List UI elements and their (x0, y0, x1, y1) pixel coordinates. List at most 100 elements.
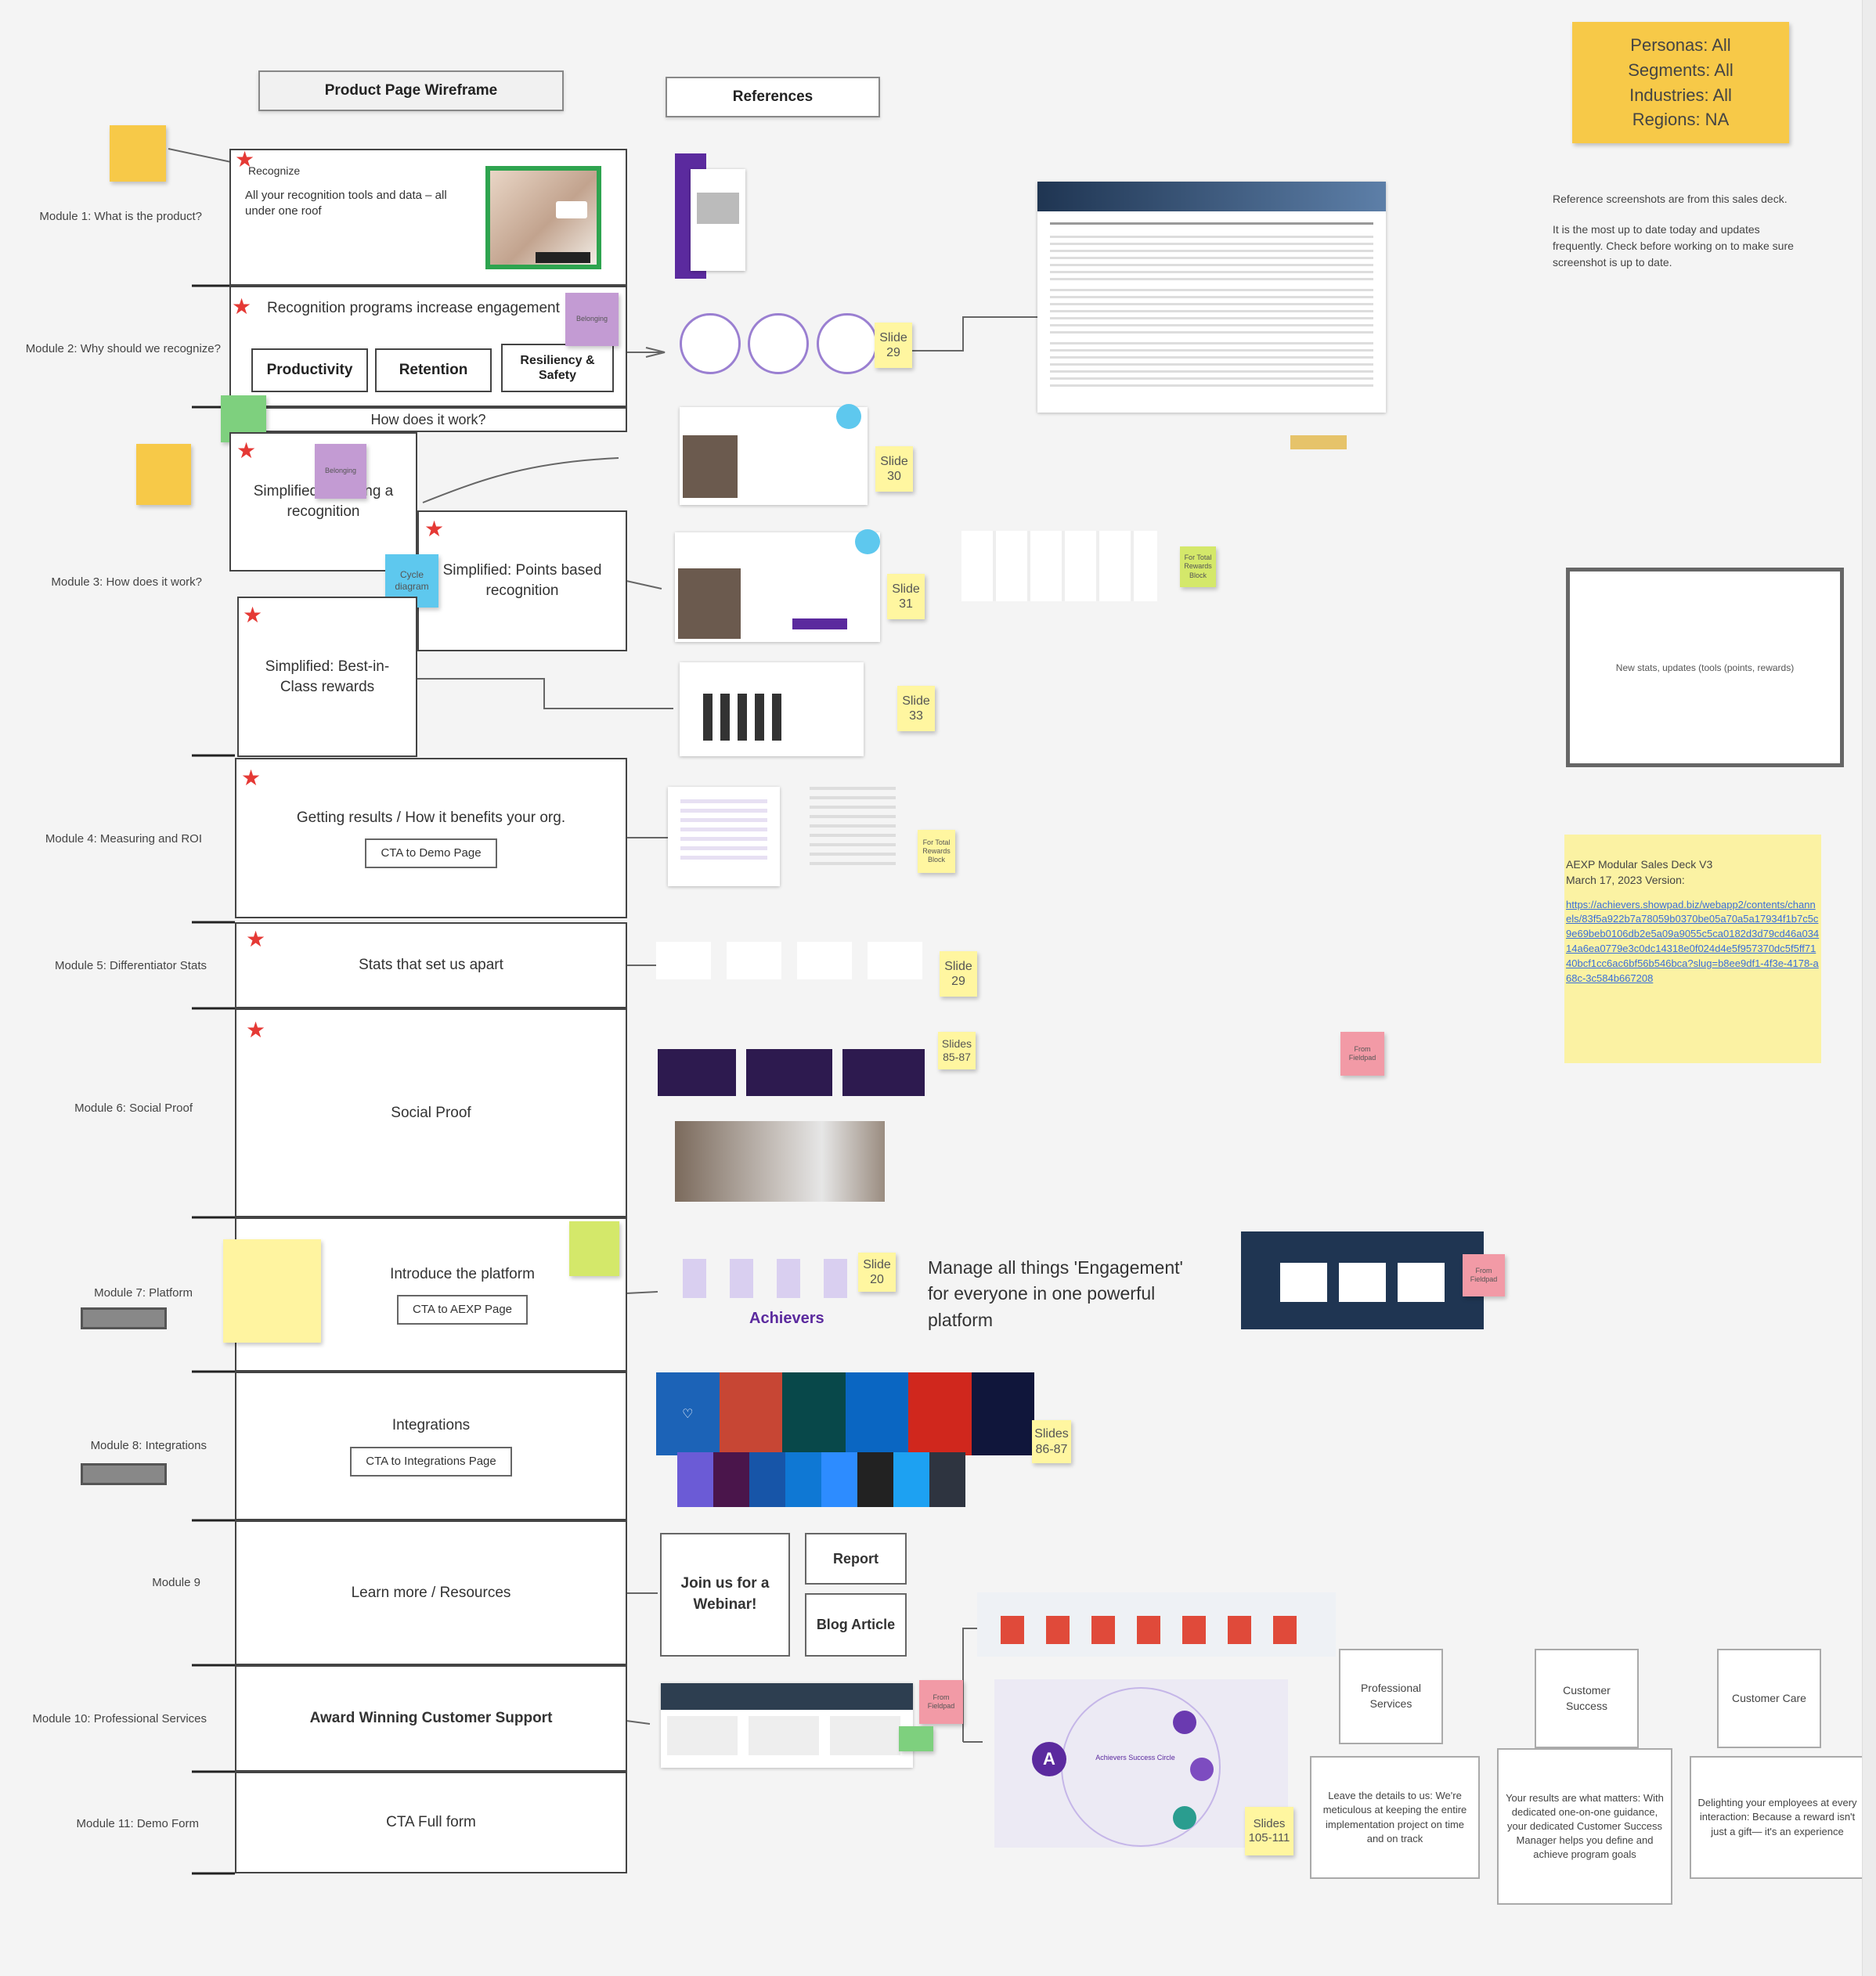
module-8-box: Integrations CTA to Integrations Page (235, 1372, 627, 1520)
integrations-page-cta[interactable]: CTA to Integrations Page (350, 1446, 512, 1477)
sales-deck-date: March 17, 2023 Version: (1566, 874, 1685, 887)
ref-slide-33 (680, 662, 864, 756)
customer-success-title: Customer Success (1563, 1683, 1611, 1712)
report-card[interactable]: Report (805, 1533, 907, 1585)
logo-tile (782, 1372, 846, 1455)
module-11-title: CTA Full form (386, 1814, 476, 1831)
module-2-title: Recognition programs increase engagement (267, 300, 560, 316)
slide-tag: Slide 20 (858, 1253, 896, 1292)
reference-note: Reference screenshots are from this sale… (1553, 191, 1807, 271)
ref-circle-icon (836, 404, 861, 429)
ref-process-steps (961, 531, 1157, 601)
module-9-box: Learn more / Resources (235, 1520, 627, 1665)
personas-sticky: Personas: All Segments: All Industries: … (1572, 22, 1789, 143)
slide-tag: Slide 31 (887, 574, 925, 619)
logo-tile (908, 1372, 972, 1455)
logo-tile (971, 1372, 1034, 1455)
demo-page-cta[interactable]: CTA to Demo Page (365, 838, 497, 869)
logo-tile (719, 1372, 782, 1455)
module-1-box: Recognize All your recognition tools and… (229, 149, 627, 286)
module-label-1: Module 1: What is the product? (39, 210, 202, 223)
sticky-note-m3 (136, 444, 191, 505)
module-3-sub2-text: Simplified: Points based recognition (442, 562, 602, 599)
sticky-note-m1 (110, 125, 166, 182)
module-5-title: Stats that set us apart (359, 957, 503, 974)
customer-care-desc: Delighting your employees at every inter… (1690, 1756, 1865, 1879)
professional-services-title: Professional Services (1360, 1682, 1422, 1710)
slide-tag: Slides 85-87 (938, 1032, 976, 1069)
logo-tile (749, 1452, 785, 1507)
ref-success-circle: A Achievers Success Circle (994, 1679, 1288, 1848)
customer-care-card: Customer Care (1717, 1649, 1821, 1748)
ref-testimonial-2 (746, 1049, 832, 1096)
module-label-2: Module 2: Why should we recognize? (25, 342, 221, 355)
logo-tile (785, 1452, 821, 1507)
logo-tile (893, 1452, 929, 1507)
module-label-3: Module 3: How does it work? (51, 575, 202, 589)
module-label-5: Module 5: Differentiator Stats (55, 959, 207, 972)
module-6-box: Social Proof (235, 1008, 627, 1217)
reference-note-p2: It is the most up to date today and upda… (1553, 223, 1794, 269)
sticky-from-fieldpad-3: From Fieldpad (919, 1680, 963, 1724)
wireframe-header: Product Page Wireframe (258, 70, 564, 111)
logo-tile: ♡ (656, 1372, 720, 1455)
priority-star: ★ (243, 603, 263, 627)
sticky-note-m7 (223, 1239, 321, 1343)
regions-line: Regions: NA (1632, 110, 1730, 130)
module-label-10: Module 10: Professional Services (32, 1712, 207, 1725)
integration-logos-row-2 (677, 1452, 965, 1507)
module-3-sub3: Simplified: Best-in-Class rewards (237, 597, 417, 757)
references-header: References (666, 77, 880, 117)
module-5-box: Stats that set us apart (235, 922, 627, 1008)
platform-badge (81, 1307, 167, 1329)
priority-star: ★ (424, 517, 445, 541)
priority-star: ★ (241, 766, 262, 790)
sales-deck-link[interactable]: https://achievers.showpad.biz/webapp2/co… (1566, 898, 1820, 984)
customer-care-title: Customer Care (1732, 1691, 1806, 1704)
aexp-page-cta[interactable]: CTA to AEXP Page (396, 1295, 529, 1325)
report-card-label: Report (833, 1550, 878, 1567)
module-6-title: Social Proof (391, 1104, 471, 1121)
professional-services-card: Professional Services (1339, 1649, 1443, 1744)
vertical-scrollbar[interactable] (1862, 0, 1876, 1976)
customer-care-body: Delighting your employees at every inter… (1697, 1797, 1857, 1837)
slide-tag: Slide 29 (875, 323, 912, 368)
ref-support-screenshot (661, 1683, 913, 1768)
sticky-note-lime (569, 1221, 619, 1276)
sticky-belonging-2: Belonging (315, 444, 366, 499)
professional-services-desc: Leave the details to us: We're meticulou… (1310, 1756, 1480, 1879)
priority-star: ★ (236, 438, 257, 463)
ref-testimonial-3 (842, 1049, 925, 1096)
how-does-it-work-bar: How does it work? (229, 407, 627, 432)
ref-slide-30 (680, 407, 868, 505)
customer-success-desc: Your results are what matters: With dedi… (1497, 1748, 1672, 1905)
module-4-box: Getting results / How it benefits your o… (235, 758, 627, 918)
module-11-box: CTA Full form (235, 1772, 627, 1873)
logo-tile (857, 1452, 893, 1507)
sales-deck-sticky: AEXP Modular Sales Deck V3 March 17, 202… (1564, 835, 1821, 1063)
module-1-title: Recognize (248, 164, 301, 177)
module-label-8: Module 8: Integrations (90, 1439, 207, 1452)
new-stats-text: New stats, updates (tools (points, rewar… (1615, 662, 1795, 673)
ref-testimonial-1 (658, 1049, 736, 1096)
ref-doc-logo (1290, 435, 1347, 449)
priority-star: ★ (246, 1018, 266, 1042)
sticky-for-total-rewards-2: For Total Rewards Block (918, 830, 955, 873)
blog-article-card-label: Blog Article (816, 1617, 896, 1632)
blog-article-card[interactable]: Blog Article (805, 1593, 907, 1657)
sticky-from-fieldpad: From Fieldpad (1340, 1032, 1384, 1076)
webinar-card[interactable]: Join us for a Webinar! (660, 1533, 790, 1657)
ref-circle-icon (855, 529, 880, 554)
ref-document-screenshot (1037, 182, 1386, 413)
module-label-7: Module 7: Platform (94, 1286, 193, 1300)
module-7-title: Introduce the platform (390, 1265, 535, 1282)
segments-line: Segments: All (1628, 59, 1733, 80)
ref-awards-strip (977, 1592, 1336, 1657)
logo-tile (677, 1452, 713, 1507)
platform-headline: Manage all things 'Engagement' for every… (928, 1257, 1183, 1330)
slide-tag: Slides 86-87 (1032, 1420, 1071, 1463)
slide-tag: Slides 105-111 (1245, 1807, 1293, 1855)
module-3-sub3-text: Simplified: Best-in-Class rewards (265, 658, 390, 695)
logo-tile (929, 1452, 965, 1507)
slide-tag: Slide 33 (897, 686, 935, 731)
